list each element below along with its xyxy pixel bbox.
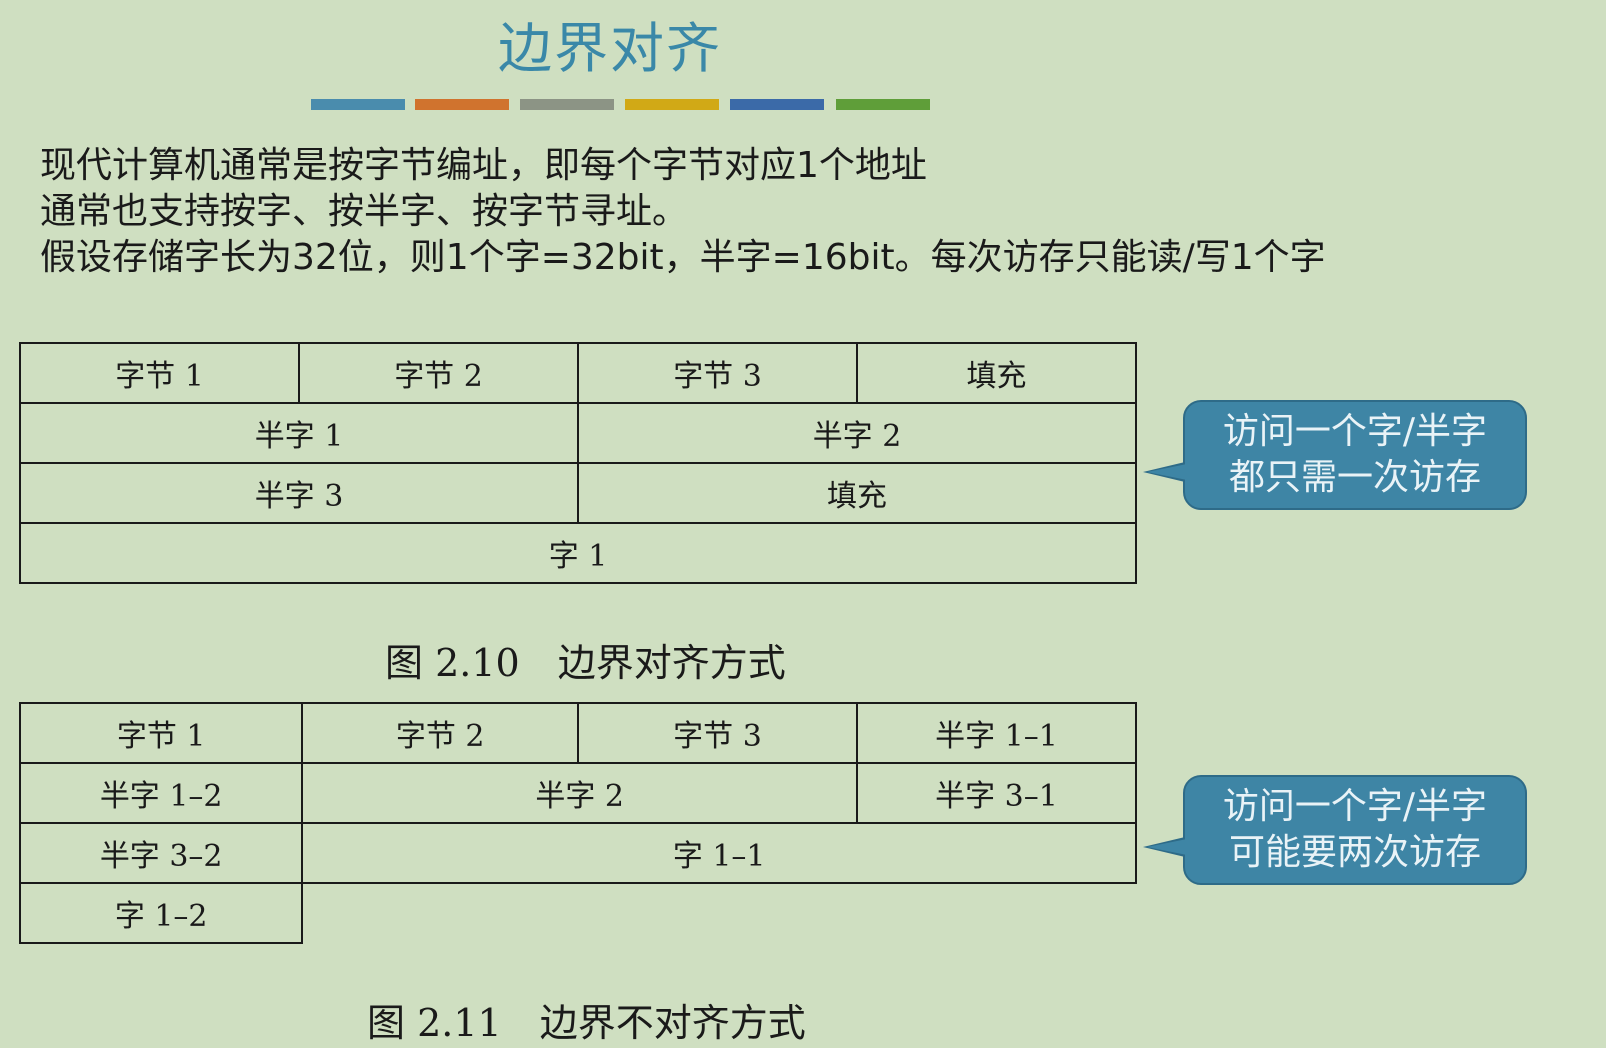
callout-line: 都只需一次访存 xyxy=(1228,457,1481,498)
intro-text: 现代计算机通常是按字节编址，即每个字节对应1个地址 通常也支持按字、按半字、按字… xyxy=(40,143,1326,281)
table-cell: 字节 2 xyxy=(301,702,579,764)
table-row: 半字 1–2 半字 2 半字 3–1 xyxy=(18,762,1138,824)
table-cell: 半字 1–2 xyxy=(18,762,304,824)
table-cell: 半字 3–1 xyxy=(855,762,1138,824)
table-cell: 半字 1 xyxy=(19,402,579,464)
color-bar-6 xyxy=(836,99,930,110)
table-cell: 字 1–1 xyxy=(301,822,1137,884)
unaligned-memory-table: 字节 1 字节 2 字节 3 半字 1–1 半字 1–2 半字 2 半字 3–1… xyxy=(18,702,1138,944)
table-cell: 半字 1–1 xyxy=(855,702,1138,764)
callout-line: 访问一个字/半字 xyxy=(1222,411,1488,452)
table-cell: 字节 1 xyxy=(19,342,300,404)
callout-aligned: 访问一个字/半字 都只需一次访存 xyxy=(1143,400,1527,510)
color-bar-1 xyxy=(311,99,405,110)
callout-line: 可能要两次访存 xyxy=(1228,832,1481,873)
callout-unaligned: 访问一个字/半字 可能要两次访存 xyxy=(1143,775,1527,885)
color-bar-5 xyxy=(730,99,824,110)
table-row: 字节 1 字节 2 字节 3 半字 1–1 xyxy=(18,702,1138,764)
table-row: 字节 1 字节 2 字节 3 填充 xyxy=(19,342,1137,404)
page-title: 边界对齐 xyxy=(498,17,722,80)
table-cell: 半字 2 xyxy=(577,402,1137,464)
intro-line-3: 假设存储字长为32位，则1个字=32bit，半字=16bit。每次访存只能读/写… xyxy=(40,237,1326,278)
table-row: 半字 3–2 字 1–1 xyxy=(18,822,1137,884)
empty-cell xyxy=(302,883,1136,943)
table-row: 字 1 xyxy=(19,522,1137,584)
color-bar-2 xyxy=(415,99,509,110)
aligned-memory-table: 字节 1 字节 2 字节 3 填充 半字 1 半字 2 半字 3 填充 字 1 xyxy=(19,342,1137,584)
table-cell: 填充 xyxy=(577,462,1137,524)
color-bar-4 xyxy=(625,99,719,110)
table-row: 半字 3 填充 xyxy=(19,462,1137,524)
callout-line: 访问一个字/半字 xyxy=(1222,786,1488,827)
color-bar-3 xyxy=(520,99,614,110)
figure-caption-1: 图 2.10 边界对齐方式 xyxy=(385,641,786,685)
figure-caption-2: 图 2.11 边界不对齐方式 xyxy=(367,1001,806,1045)
table-row: 字 1–2 xyxy=(18,882,1136,944)
table-cell: 半字 3–2 xyxy=(18,822,304,884)
table-cell: 半字 2 xyxy=(301,762,858,824)
intro-line-1: 现代计算机通常是按字节编址，即每个字节对应1个地址 xyxy=(40,145,927,186)
table-cell: 字 1–2 xyxy=(18,882,304,944)
table-cell: 字节 3 xyxy=(576,702,858,764)
table-cell: 半字 3 xyxy=(19,462,579,524)
table-cell: 字节 1 xyxy=(18,702,304,764)
table-cell: 字 1 xyxy=(19,522,1137,584)
table-cell: 填充 xyxy=(856,342,1137,404)
table-cell: 字节 3 xyxy=(577,342,858,404)
intro-line-2: 通常也支持按字、按半字、按字节寻址。 xyxy=(40,191,689,232)
table-row: 半字 1 半字 2 xyxy=(19,402,1137,464)
table-cell: 字节 2 xyxy=(298,342,579,404)
